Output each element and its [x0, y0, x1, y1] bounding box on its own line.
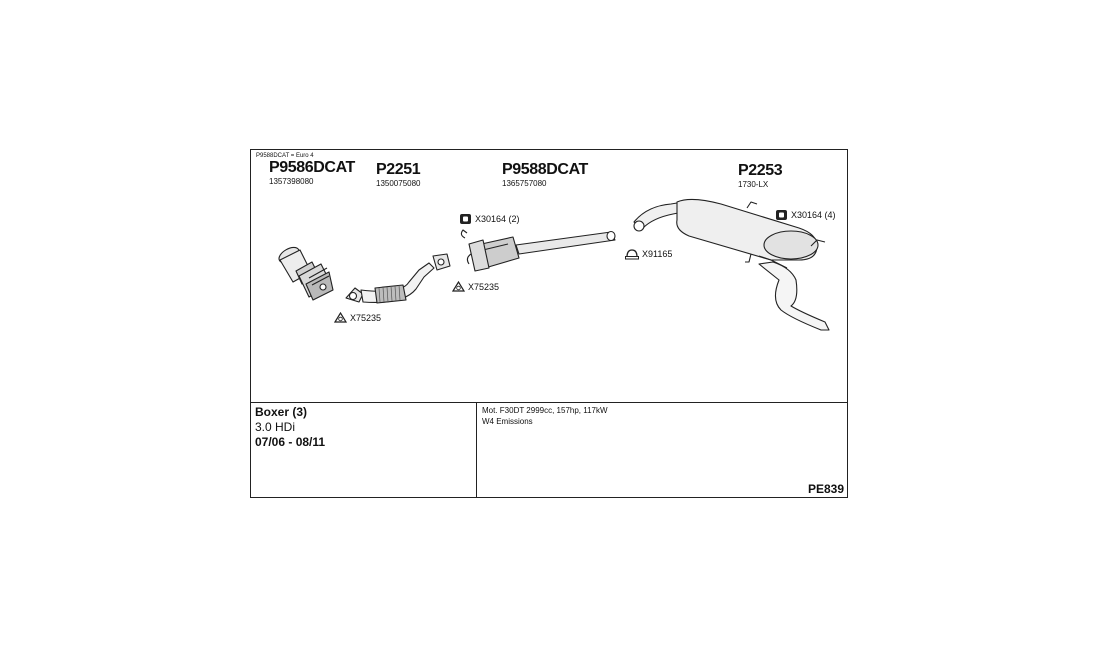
part-number-3: P9588DCAT — [502, 161, 588, 178]
clamp-icon — [625, 249, 639, 260]
gasket-icon — [334, 312, 347, 323]
fitting-4: X91165 — [625, 248, 672, 260]
spec-panel: Mot. F30DT 2999cc, 157hp, 117kW W4 Emiss… — [476, 402, 847, 497]
kit-code: PE839 — [807, 482, 844, 496]
fitting-1-label: X75235 — [350, 312, 382, 323]
fitting-2-label: X75235 — [468, 281, 500, 292]
middle-catalyst-drawing — [460, 229, 616, 272]
fitting-2: X75235 — [452, 281, 499, 292]
vehicle-info-panel: Boxer (3) 3.0 HDi 07/06 - 08/11 — [251, 402, 477, 497]
fitting-5-label: X30164 (4) — [791, 210, 836, 220]
vehicle-years: 07/06 - 08/11 — [255, 435, 326, 449]
exhaust-sheet: P9588DCAT = Euro 4 P9586DCAT 1357398080 … — [250, 149, 848, 498]
rubber-mount-icon — [776, 210, 787, 220]
vehicle-engine: 3.0 HDi — [255, 420, 296, 434]
oe-number-2: 1350075080 — [376, 179, 421, 188]
vehicle-model: Boxer (3) — [255, 405, 308, 419]
exhaust-parts-drawing — [278, 198, 830, 331]
part-number-2: P2251 — [376, 161, 421, 178]
front-catalyst-drawing — [278, 246, 334, 301]
fitting-3: X30164 (2) — [459, 213, 520, 225]
oe-number-3: 1365757080 — [502, 179, 547, 188]
flex-pipe-drawing — [345, 253, 451, 304]
euro-note: P9588DCAT = Euro 4 — [256, 153, 314, 159]
gasket-icon — [452, 281, 465, 292]
emission-spec: W4 Emissions — [482, 417, 533, 426]
diagram-area: P9588DCAT = Euro 4 P9586DCAT 1357398080 … — [251, 150, 847, 403]
fitting-4-label: X91165 — [642, 249, 673, 259]
oe-number-1: 1357398080 — [269, 177, 314, 186]
fitting-5: X30164 (4) — [775, 209, 836, 221]
rubber-mount-icon — [460, 214, 471, 224]
rear-silencer-drawing — [633, 198, 830, 331]
part-number-4: P2253 — [738, 162, 783, 179]
part-number-1: P9586DCAT — [269, 159, 355, 176]
fitting-3-label: X30164 (2) — [475, 214, 520, 224]
oe-number-4: 1730-LX — [738, 180, 769, 189]
fitting-1: X75235 — [334, 312, 381, 323]
engine-spec: Mot. F30DT 2999cc, 157hp, 117kW — [482, 406, 608, 415]
